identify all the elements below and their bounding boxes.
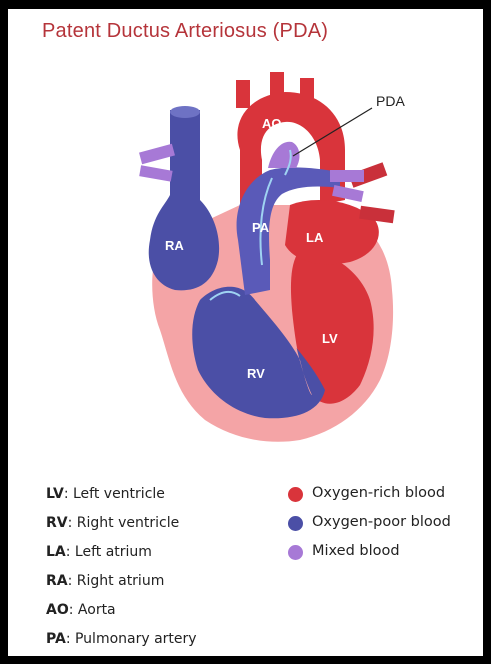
right-atrium [149, 110, 219, 290]
oxygen-rich-swatch [288, 487, 303, 502]
aortic-branch-3 [300, 78, 314, 104]
aortic-branch-1 [236, 80, 250, 108]
pulmonary-branch-left-2 [139, 165, 172, 181]
abbreviation-item: LA: Left atrium [46, 544, 152, 560]
pulmonary-branch-right [330, 170, 364, 182]
abbreviation-item: LV: Left ventricle [46, 486, 165, 502]
label-ao: AO [262, 116, 282, 131]
abbreviation-item: AO: Aorta [46, 602, 116, 618]
key-label: Mixed blood [312, 543, 400, 559]
abbreviation-item: RV: Right ventricle [46, 515, 179, 531]
abbreviation-item: PA: Pulmonary artery [46, 631, 197, 647]
key-label: Oxygen-poor blood [312, 514, 451, 530]
label-lv: LV [322, 331, 338, 346]
key-label: Oxygen-rich blood [312, 485, 445, 501]
label-la: LA [306, 230, 324, 245]
mixed-blood-swatch [288, 545, 303, 560]
label-rv: RV [247, 366, 265, 381]
label-pa: PA [252, 220, 270, 235]
vena-cava-opening [170, 106, 200, 118]
oxygen-poor-swatch [288, 516, 303, 531]
label-ra: RA [165, 238, 184, 253]
pulmonary-branch-left [139, 144, 175, 164]
abbreviation-item: RA: Right atrium [46, 573, 164, 589]
label-pda: PDA [376, 93, 405, 109]
aortic-branch-2 [270, 72, 284, 100]
